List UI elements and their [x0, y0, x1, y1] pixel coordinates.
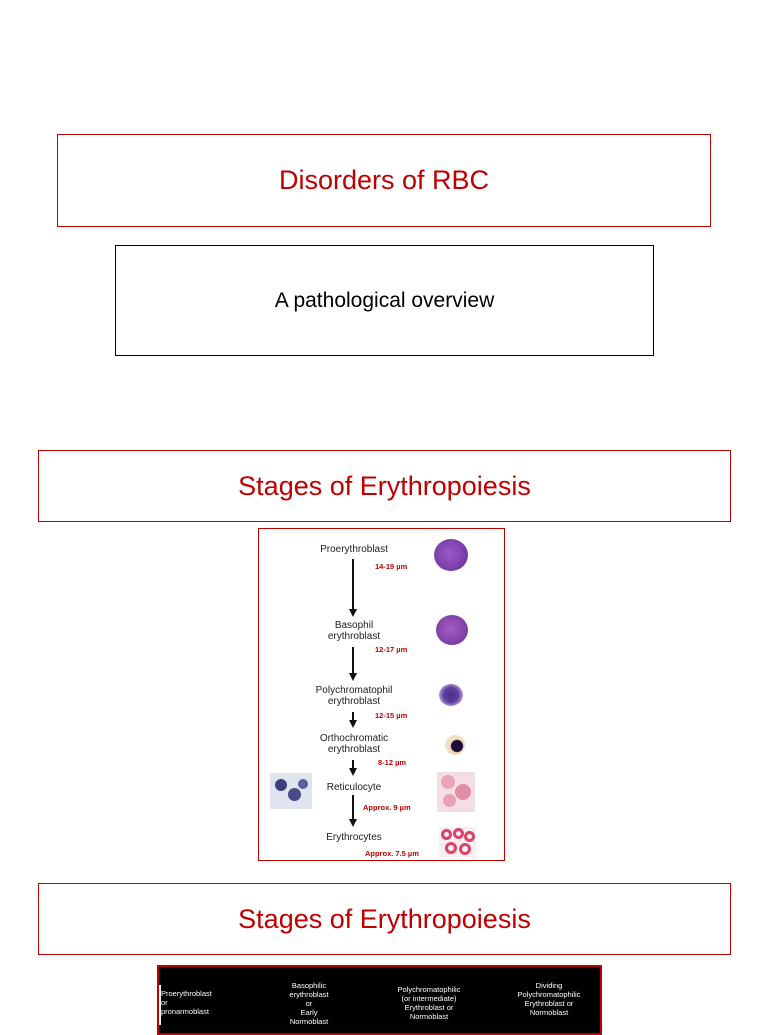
slide2-title: Stages of Erythropoiesis [238, 470, 531, 501]
proerythroblast-cell-image [434, 539, 468, 571]
stage-size-erythrocytes: Approx. 7.5 µm [365, 849, 419, 858]
arrow-3-head [349, 720, 357, 728]
arrow-2-head [349, 673, 357, 681]
orthochromatic-cell-image [445, 735, 465, 755]
stage-size-proerythroblast: 14-19 µm [375, 562, 408, 571]
arrow-5-head [349, 819, 357, 827]
slide1-title: Disorders of RBC [278, 165, 490, 195]
column-rule [159, 985, 161, 1025]
arrow-4-head [349, 768, 357, 776]
slide1-subtitle-box: A pathological overview [115, 245, 654, 356]
slide3-title-box: Stages of Erythropoiesis [38, 883, 731, 955]
arrow-1-head [349, 609, 357, 617]
reticulocyte-smear-image-left [270, 773, 312, 809]
stage-label-reticulocyte: Reticulocyte [326, 782, 382, 793]
stage-label-proerythroblast: Proerythroblast [320, 544, 388, 555]
arrow-2 [352, 647, 354, 675]
stage-size-reticulocyte: Approx. 9 µm [363, 803, 411, 812]
slide3-title: Stages of Erythropoiesis [238, 903, 531, 934]
column-header-proerythroblast: Proerythroblast or pronarmoblast [161, 989, 212, 1016]
slide1-subtitle: A pathological overview [274, 288, 495, 312]
column-header-basophilic: Basophilic erythroblast or Early Normobl… [289, 981, 329, 1026]
arrow-3 [352, 712, 354, 722]
stage-table: Proerythroblast or pronarmoblast Basophi… [157, 965, 602, 1035]
stage-size-orthochromatic: 8-12 µm [378, 758, 407, 767]
arrow-4 [352, 760, 354, 770]
stage-label-erythrocytes: Erythrocytes [326, 832, 382, 843]
column-header-polychromatophilic: Polychromatophilic (or intermediate) Ery… [397, 985, 461, 1021]
stage-size-polychromatophil: 12-15 µm [375, 711, 408, 720]
column-header-dividing: Dividing Polychromatophilic Erythroblast… [517, 981, 581, 1017]
stage-size-basophil: 12-17 µm [375, 645, 408, 654]
erythrocytes-smear-image [439, 827, 476, 857]
reticulocyte-smear-image-right [437, 772, 475, 812]
basophil-cell-image [436, 615, 468, 645]
slide2-title-box: Stages of Erythropoiesis [38, 450, 731, 522]
arrow-5 [352, 795, 354, 821]
polychromatophil-cell-image [439, 684, 463, 706]
slide1-title-box: Disorders of RBC [57, 134, 711, 227]
arrow-1 [352, 559, 354, 611]
